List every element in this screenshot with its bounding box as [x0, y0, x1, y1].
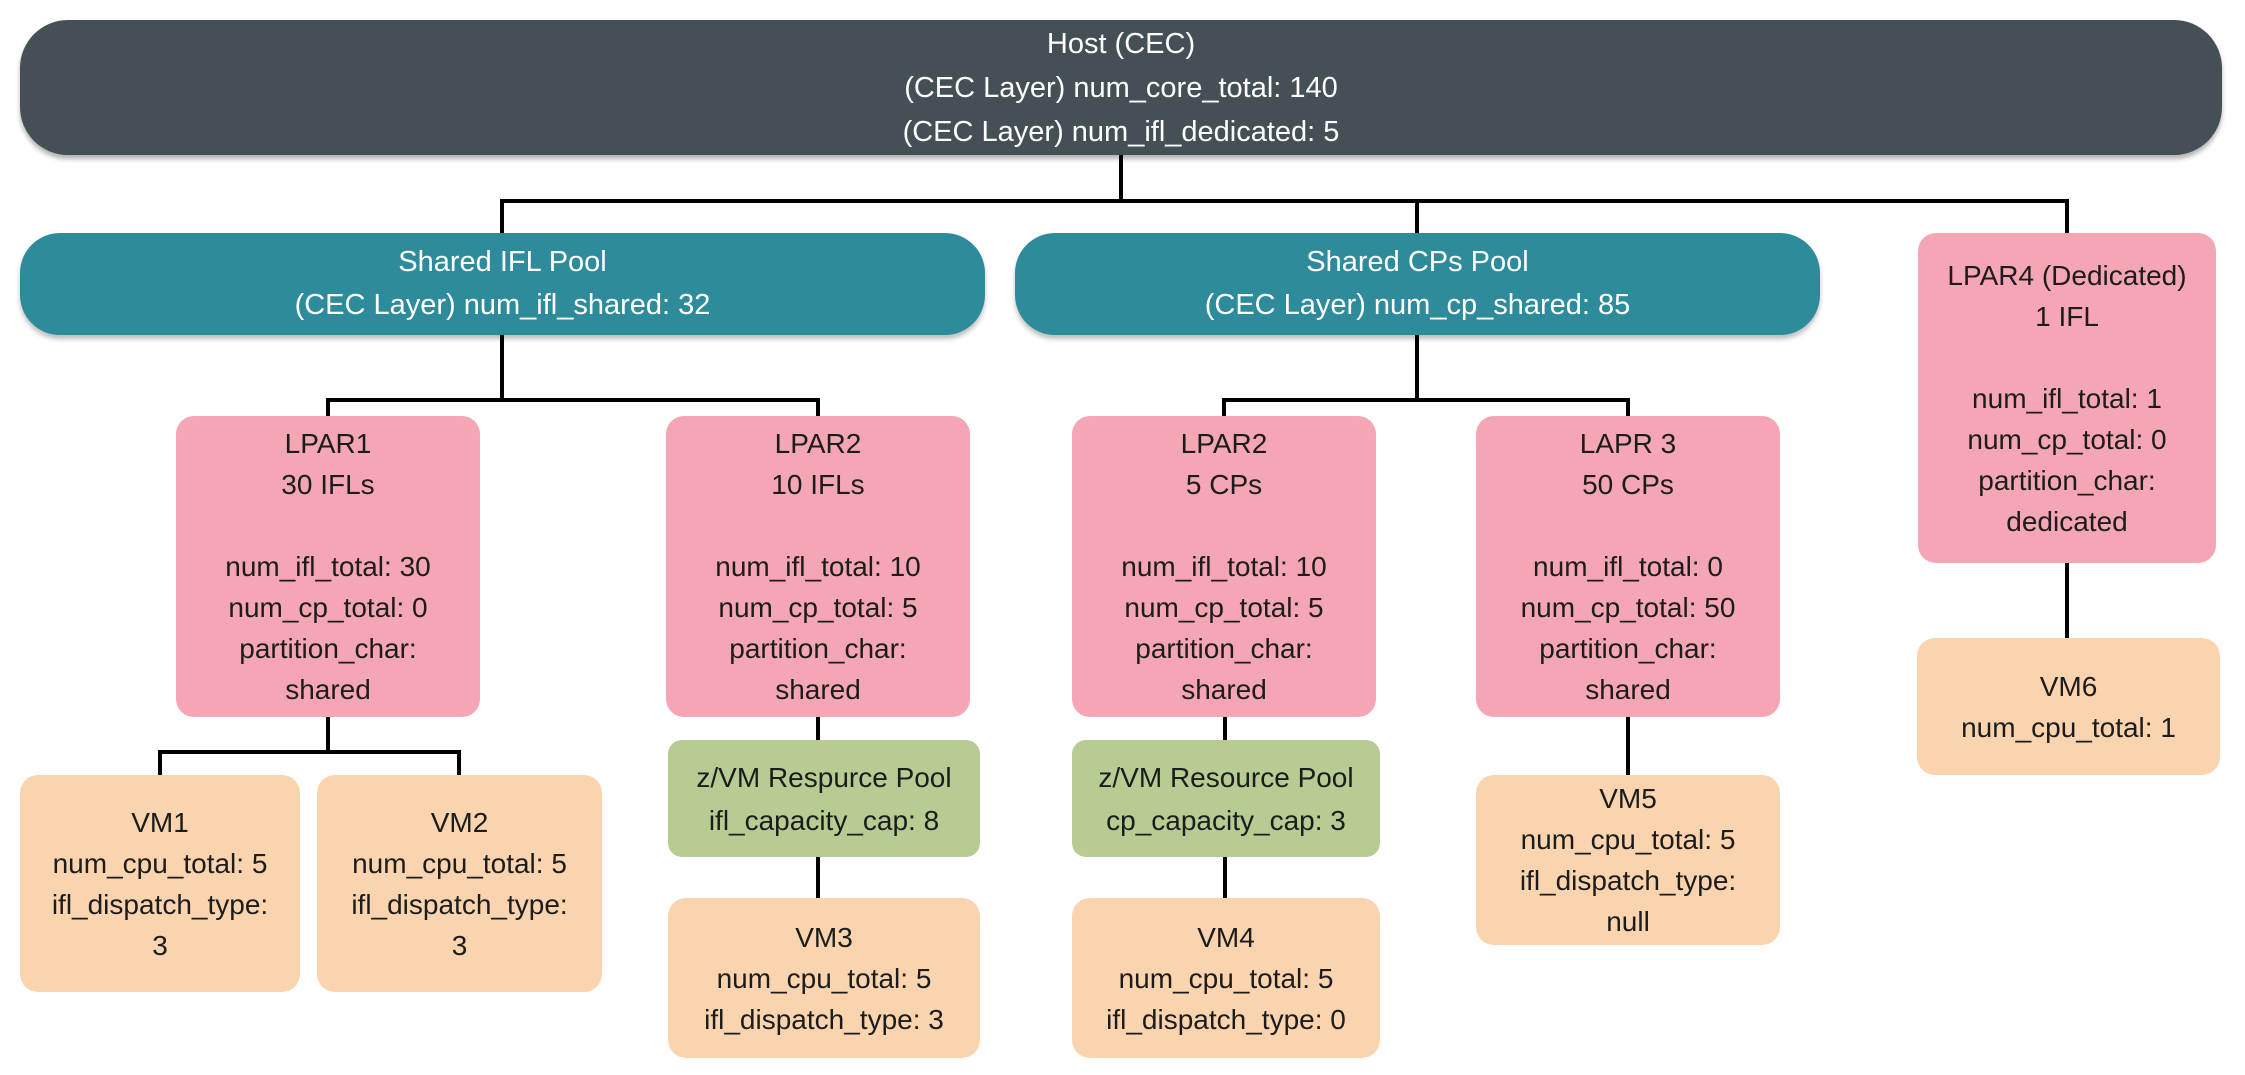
lpar4-attr-partition-char-value: dedicated — [2006, 505, 2128, 537]
lpar2-cp-node: LPAR2 5 CPs num_ifl_total: 10 num_cp_tot… — [1072, 416, 1376, 717]
vm1-node: VM1 num_cpu_total: 5 ifl_dispatch_type: … — [20, 775, 300, 992]
lpar1-attr-num-cp-total: num_cp_total: 0 — [228, 592, 428, 623]
lpar4-subtitle: 1 IFL — [2035, 300, 2099, 332]
shared-ifl-pool-title: Shared IFL Pool — [398, 246, 607, 278]
vm1-attr-ifl-dispatch-type: ifl_dispatch_type: — [51, 888, 269, 920]
lpar2-ifl-attr-partition-char: partition_char: — [729, 633, 907, 664]
lpar2-cp-attr-partition-char: partition_char: — [1135, 633, 1313, 664]
host-title: Host (CEC) — [1046, 27, 1196, 60]
vm1-title: VM1 — [131, 806, 189, 838]
zvm-resource-pool-cp-attr: cp_capacity_cap: 3 — [1106, 804, 1346, 836]
shared-cps-pool-attr: (CEC Layer) num_cp_shared: 85 — [1204, 289, 1631, 321]
vm2-attr-num-cpu-total: num_cpu_total: 5 — [352, 847, 567, 879]
lapr3-node: LAPR 3 50 CPs num_ifl_total: 0 num_cp_to… — [1476, 416, 1780, 717]
lpar4-attr-num-cp-total: num_cp_total: 0 — [1967, 423, 2167, 455]
vm1-attr-num-cpu-total: num_cpu_total: 5 — [52, 847, 268, 879]
vm5-node: VM5 num_cpu_total: 5 ifl_dispatch_type: … — [1476, 775, 1780, 945]
edge-host-to-children — [500, 153, 2069, 240]
lpar1-attr-partition-char: partition_char: — [239, 633, 417, 664]
lpar2-cp-attr-num-ifl-total: num_ifl_total: 10 — [1121, 551, 1327, 582]
zvm-resource-pool-ifl-title: z/VM Respurce Pool — [696, 761, 952, 793]
shared-cps-pool-title: Shared CPs Pool — [1306, 246, 1529, 278]
vm4-attr-num-cpu-total: num_cpu_total: 5 — [1118, 962, 1334, 994]
lpar2-ifl-attr-num-ifl-total: num_ifl_total: 10 — [715, 551, 921, 582]
vm3-title: VM3 — [795, 921, 853, 953]
vm5-title: VM5 — [1599, 783, 1657, 814]
lpar1-subtitle: 30 IFLs — [281, 469, 375, 500]
lapr3-subtitle: 50 CPs — [1582, 469, 1674, 500]
vm3-attr-num-cpu-total: num_cpu_total: 5 — [716, 962, 932, 994]
zvm-resource-pool-cp-node: z/VM Resource Pool cp_capacity_cap: 3 — [1072, 740, 1380, 857]
vm4-attr-ifl-dispatch-type: ifl_dispatch_type: 0 — [1106, 1003, 1346, 1035]
lpar1-attr-num-ifl-total: num_ifl_total: 30 — [225, 551, 431, 582]
lpar2-ifl-attr-num-cp-total: num_cp_total: 5 — [718, 592, 918, 623]
lpar4-attr-partition-char: partition_char: — [1978, 464, 2156, 496]
lapr3-attr-partition-char: partition_char: — [1539, 633, 1717, 664]
vm6-attr-num-cpu-total: num_cpu_total: 1 — [1961, 711, 2176, 743]
shared-ifl-pool-attr: (CEC Layer) num_ifl_shared: 32 — [294, 289, 711, 321]
zvm-resource-pool-ifl-node: z/VM Respurce Pool ifl_capacity_cap: 8 — [668, 740, 980, 857]
lpar2-ifl-attr-partition-char-value: shared — [775, 674, 861, 705]
lpar1-title: LPAR1 — [284, 428, 372, 459]
vm5-attr-num-cpu-total: num_cpu_total: 5 — [1520, 824, 1736, 855]
lpar2-ifl-title: LPAR2 — [774, 428, 862, 459]
lpar4-node: LPAR4 (Dedicated) 1 IFL num_ifl_total: 1… — [1918, 233, 2216, 563]
host-attr-num-core-total: (CEC Layer) num_core_total: 140 — [904, 71, 1338, 104]
vm2-attr-ifl-dispatch-type: ifl_dispatch_type: — [351, 888, 568, 920]
lpar2-ifl-subtitle: 10 IFLs — [771, 469, 865, 500]
host-attr-num-ifl-dedicated: (CEC Layer) num_ifl_dedicated: 5 — [902, 115, 1340, 148]
vm5-attr-ifl-dispatch-type-value: null — [1606, 906, 1650, 937]
shared-cps-pool-node: Shared CPs Pool (CEC Layer) num_cp_share… — [1015, 233, 1820, 335]
vm4-title: VM4 — [1197, 921, 1255, 953]
lapr3-attr-num-ifl-total: num_ifl_total: 0 — [1533, 551, 1723, 582]
lpar2-cp-attr-num-cp-total: num_cp_total: 5 — [1124, 592, 1324, 623]
edge-cp-pool-to-lpars — [1222, 333, 1630, 422]
zvm-resource-pool-ifl-attr: ifl_capacity_cap: 8 — [708, 804, 940, 836]
vm3-node: VM3 num_cpu_total: 5 ifl_dispatch_type: … — [668, 898, 980, 1058]
lpar2-cp-subtitle: 5 CPs — [1185, 469, 1263, 500]
lpar2-ifl-node: LPAR2 10 IFLs num_ifl_total: 10 num_cp_t… — [666, 416, 970, 717]
lapr3-attr-partition-char-value: shared — [1585, 674, 1671, 705]
lpar2-cp-attr-partition-char-value: shared — [1181, 674, 1267, 705]
lapr3-title: LAPR 3 — [1579, 428, 1677, 459]
lpar1-attr-partition-char-value: shared — [285, 674, 371, 705]
vm2-node: VM2 num_cpu_total: 5 ifl_dispatch_type: … — [317, 775, 602, 992]
edge-ifl-pool-to-lpars — [326, 333, 820, 422]
lpar4-attr-num-ifl-total: num_ifl_total: 1 — [1972, 382, 2162, 414]
edge-lpar1-to-vms — [158, 715, 461, 781]
vm3-attr-ifl-dispatch-type: ifl_dispatch_type: 3 — [704, 1003, 944, 1035]
lpar2-cp-title: LPAR2 — [1180, 428, 1268, 459]
vm2-title: VM2 — [430, 806, 489, 838]
vm5-attr-ifl-dispatch-type: ifl_dispatch_type: — [1519, 865, 1737, 896]
host-cec-node: Host (CEC) (CEC Layer) num_core_total: 1… — [20, 20, 2222, 155]
lpar4-title: LPAR4 (Dedicated) — [1947, 259, 2187, 291]
vm4-node: VM4 num_cpu_total: 5 ifl_dispatch_type: … — [1072, 898, 1380, 1058]
zvm-resource-pool-cp-title: z/VM Resource Pool — [1098, 761, 1354, 793]
vm6-node: VM6 num_cpu_total: 1 — [1917, 638, 2220, 775]
vm6-title: VM6 — [2039, 670, 2098, 702]
vm2-attr-ifl-dispatch-type-value: 3 — [451, 929, 468, 961]
shared-ifl-pool-node: Shared IFL Pool (CEC Layer) num_ifl_shar… — [20, 233, 985, 335]
lapr3-attr-num-cp-total: num_cp_total: 50 — [1520, 592, 1736, 623]
lpar1-node: LPAR1 30 IFLs num_ifl_total: 30 num_cp_t… — [176, 416, 480, 717]
vm1-attr-ifl-dispatch-type-value: 3 — [152, 929, 168, 961]
